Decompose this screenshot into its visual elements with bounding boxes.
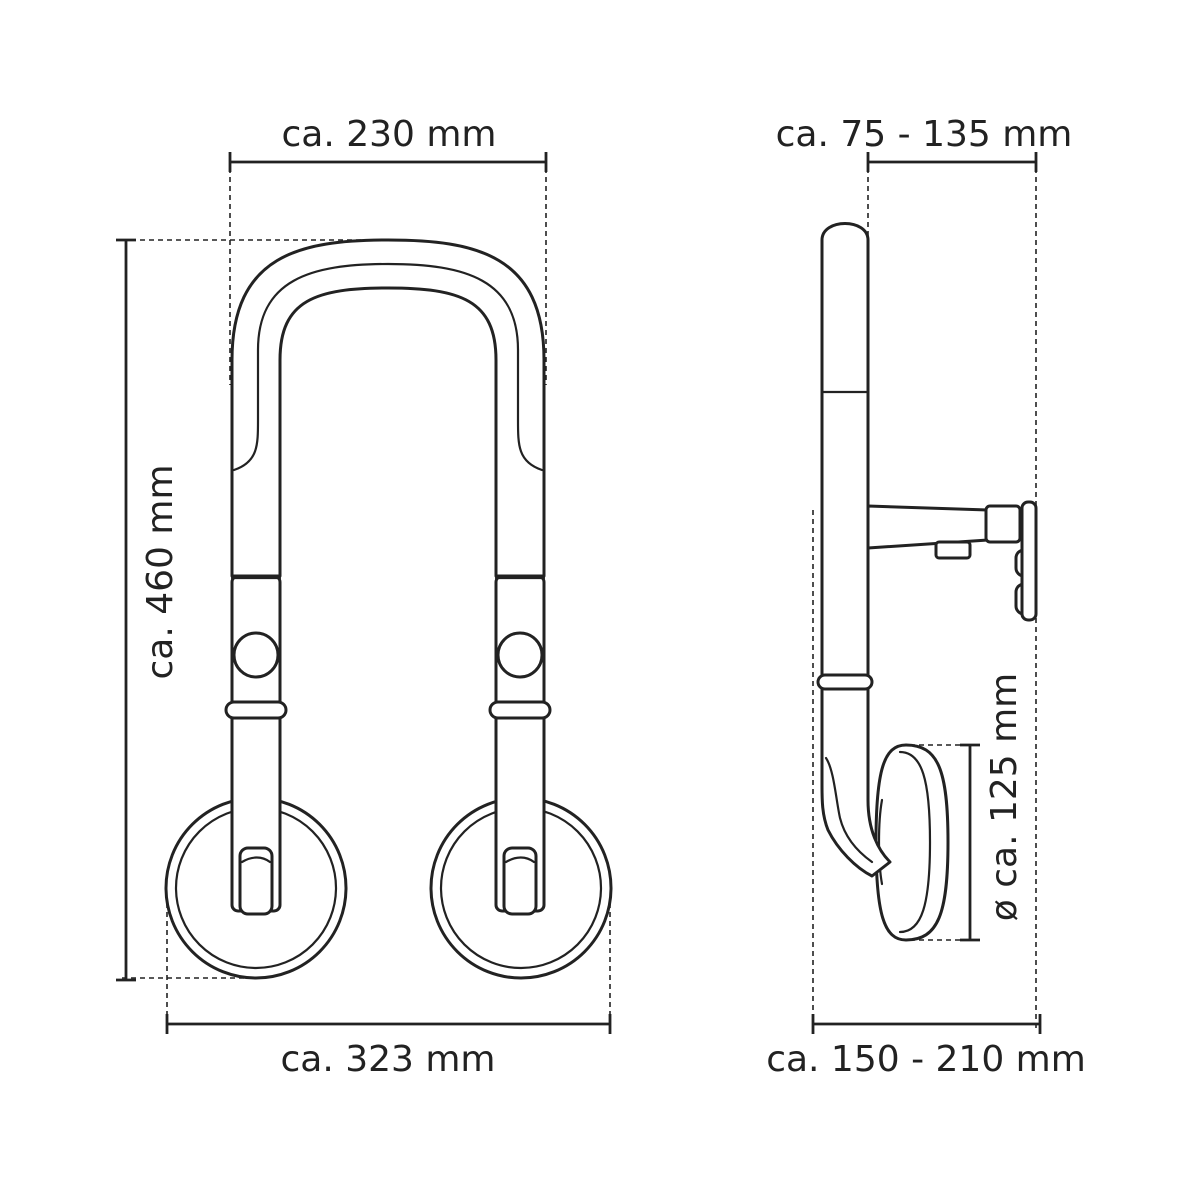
grab-handle-arch [230,238,546,578]
front-view: ca. 230 mm ca. 460 mm ca. 323 mm [116,114,613,1080]
label-width-top: ca. 230 mm [281,114,496,155]
side-suction-cup [874,743,950,942]
dimension-depth-adjust: ca. 75 - 135 mm [776,114,1073,172]
label-depth-adjust: ca. 75 - 135 mm [776,114,1073,155]
side-extension-lines [812,168,1037,1028]
dimension-height: ca. 460 mm [116,238,181,982]
dimension-bottom-width: ca. 323 mm [165,1014,612,1080]
left-lower-tube [224,574,288,916]
right-adjust-button [496,631,544,679]
dimension-top-width: ca. 230 mm [228,114,548,172]
dimension-cup-diameter: ø ca. 125 mm [960,673,1025,942]
wall-mount-plate [1020,500,1038,622]
label-cup-diameter: ø ca. 125 mm [984,673,1025,922]
label-height: ca. 460 mm [140,464,181,679]
side-bracket-arm [866,500,1038,622]
side-vertical-tube [816,222,892,878]
label-width-bottom: ca. 323 mm [280,1039,495,1080]
left-adjust-button [232,631,280,679]
right-lock-lever [502,846,538,916]
label-total-depth: ca. 150 - 210 mm [766,1039,1086,1080]
left-lock-lever [238,846,274,916]
right-lower-tube [488,574,552,916]
side-view: ca. 75 - 135 mm ø ca. 125 mm ca. 150 - 2… [766,114,1086,1080]
front-extension-lines [122,168,611,1028]
dimension-total-depth: ca. 150 - 210 mm [766,1014,1086,1080]
